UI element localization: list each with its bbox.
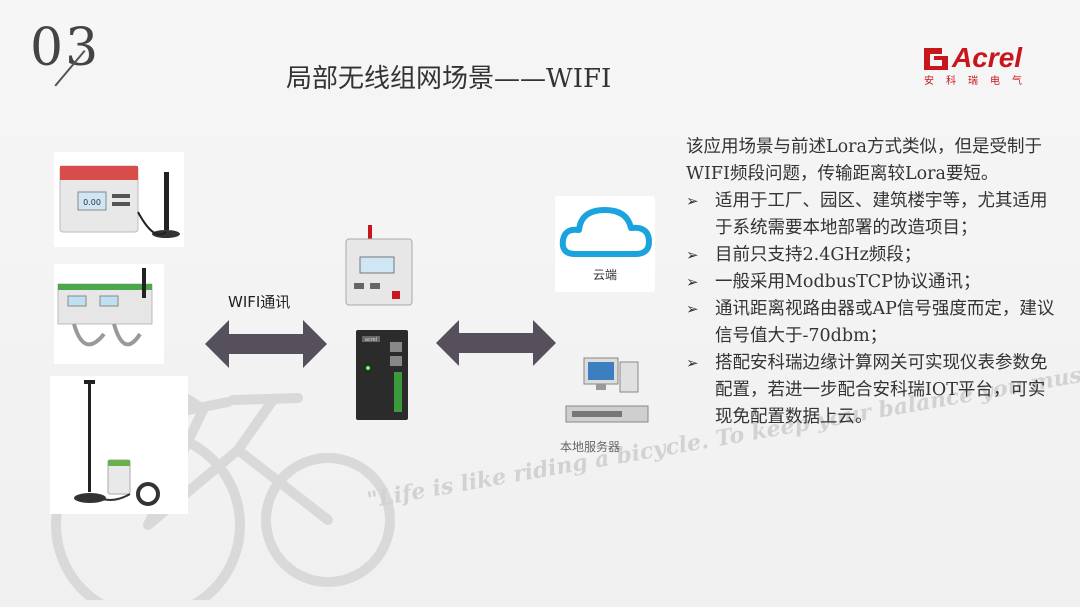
gateway-brand: acrel — [365, 337, 377, 343]
server-icon — [565, 357, 649, 423]
logo-wordmark: Acrel — [952, 42, 1023, 73]
gateway-meter-image — [340, 225, 420, 311]
antenna-sensor-image — [50, 376, 188, 514]
bullet-arrow-icon: ➢ — [686, 192, 699, 210]
bullet-item: ➢ 适用于工厂、园区、建筑楼宇等，尤其适用于系统需要本地部署的改造项目； — [686, 188, 1062, 242]
double-arrow-left-icon — [205, 320, 327, 368]
cloud-icon — [559, 207, 652, 257]
bullet-arrow-icon: ➢ — [686, 300, 699, 318]
description-intro: 该应用场景与前述Lora方式类似，但是受制于WIFI频段问题，传输距离较Lora… — [686, 137, 1042, 184]
wifi-label: WIFI通讯 — [228, 293, 291, 311]
acrel-logo: Acrel 安科瑞电气 — [922, 42, 1042, 88]
bullet-text: 适用于工厂、园区、建筑楼宇等，尤其适用于系统需要本地部署的改造项目； — [715, 191, 1048, 238]
page-title: 局部无线组网场景——WIFI — [286, 64, 612, 94]
bullet-item: ➢ 搭配安科瑞边缘计算网关可实现仪表参数免配置，若进一步配合安科瑞IOT平台，可实… — [686, 350, 1062, 431]
bullet-text: 搭配安科瑞边缘计算网关可实现仪表参数免配置，若进一步配合安科瑞IOT平台，可实现… — [715, 353, 1048, 427]
bullet-text: 一般采用ModbusTCP协议通讯； — [715, 272, 981, 292]
bullet-arrow-icon: ➢ — [686, 273, 699, 291]
bullet-list: ➢ 适用于工厂、园区、建筑楼宇等，尤其适用于系统需要本地部署的改造项目； ➢ 目前只支… — [686, 188, 1062, 431]
bullet-item: ➢ 目前只支持2.4GHz频段； — [686, 242, 1062, 269]
bullet-item: ➢ 一般采用ModbusTCP协议通讯； — [686, 269, 1062, 296]
bullet-arrow-icon: ➢ — [686, 354, 699, 372]
logo-subtitle: 安科瑞电气 — [924, 76, 1034, 87]
bullet-text: 目前只支持2.4GHz频段； — [715, 245, 922, 265]
edge-gateway-image: acrel — [352, 328, 414, 424]
bullet-item: ➢ 通讯距离视路由器或AP信号强度而定，建议信号值大于-70dbm； — [686, 296, 1062, 350]
double-arrow-right-icon — [436, 320, 556, 366]
bullet-text: 通讯距离视路由器或AP信号强度而定，建议信号值大于-70dbm； — [715, 299, 1055, 346]
cloud-box: 云端 — [555, 196, 655, 292]
rail-module-image — [54, 264, 164, 364]
bullet-arrow-icon: ➢ — [686, 246, 699, 264]
slide-number: 03 — [30, 18, 101, 78]
description-panel: 该应用场景与前述Lora方式类似，但是受制于WIFI频段问题，传输距离较Lora… — [686, 134, 1062, 431]
cloud-label: 云端 — [592, 268, 617, 282]
acrel-logo-mark-icon — [924, 48, 948, 70]
server-label: 本地服务器 — [560, 440, 621, 454]
meter-screen-text: 0.00 — [83, 198, 101, 207]
wireless-meter-image: 0.00 — [54, 152, 184, 247]
